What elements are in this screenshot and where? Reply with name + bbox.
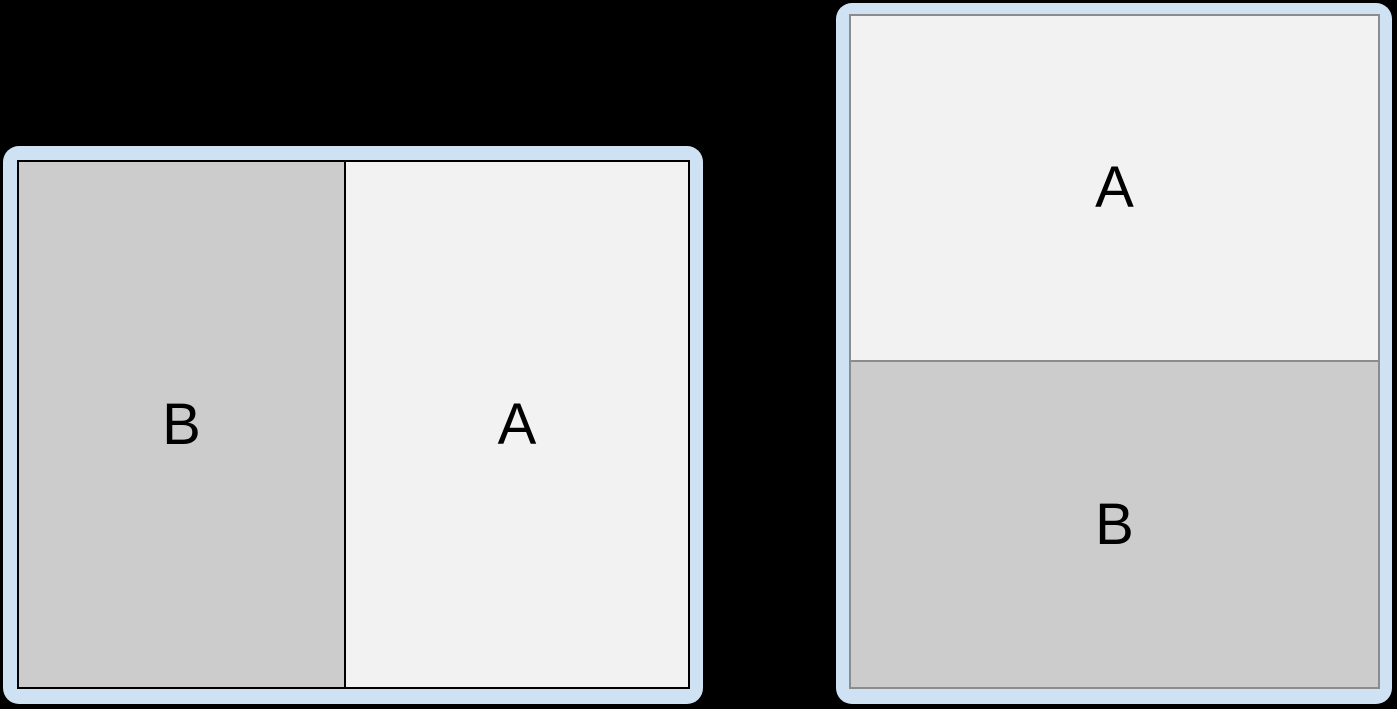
side-by-side-split-card: B A	[3, 146, 703, 704]
right-card-panel-a: A	[851, 16, 1378, 360]
left-card-panel-a: A	[344, 162, 688, 687]
left-card-panel-b: B	[19, 162, 344, 687]
right-card-panel-b-label: B	[1095, 491, 1134, 557]
left-card-panel-b-label: B	[162, 391, 201, 457]
left-card-panel-a-label: A	[497, 391, 537, 457]
right-card-panel-b: B	[851, 360, 1378, 687]
stacked-split-card: A B	[836, 3, 1392, 704]
side-by-side-split-card-inner: B A	[17, 160, 690, 689]
right-card-panel-a-label: A	[1095, 155, 1134, 220]
stacked-split-card-inner: A B	[849, 14, 1380, 689]
